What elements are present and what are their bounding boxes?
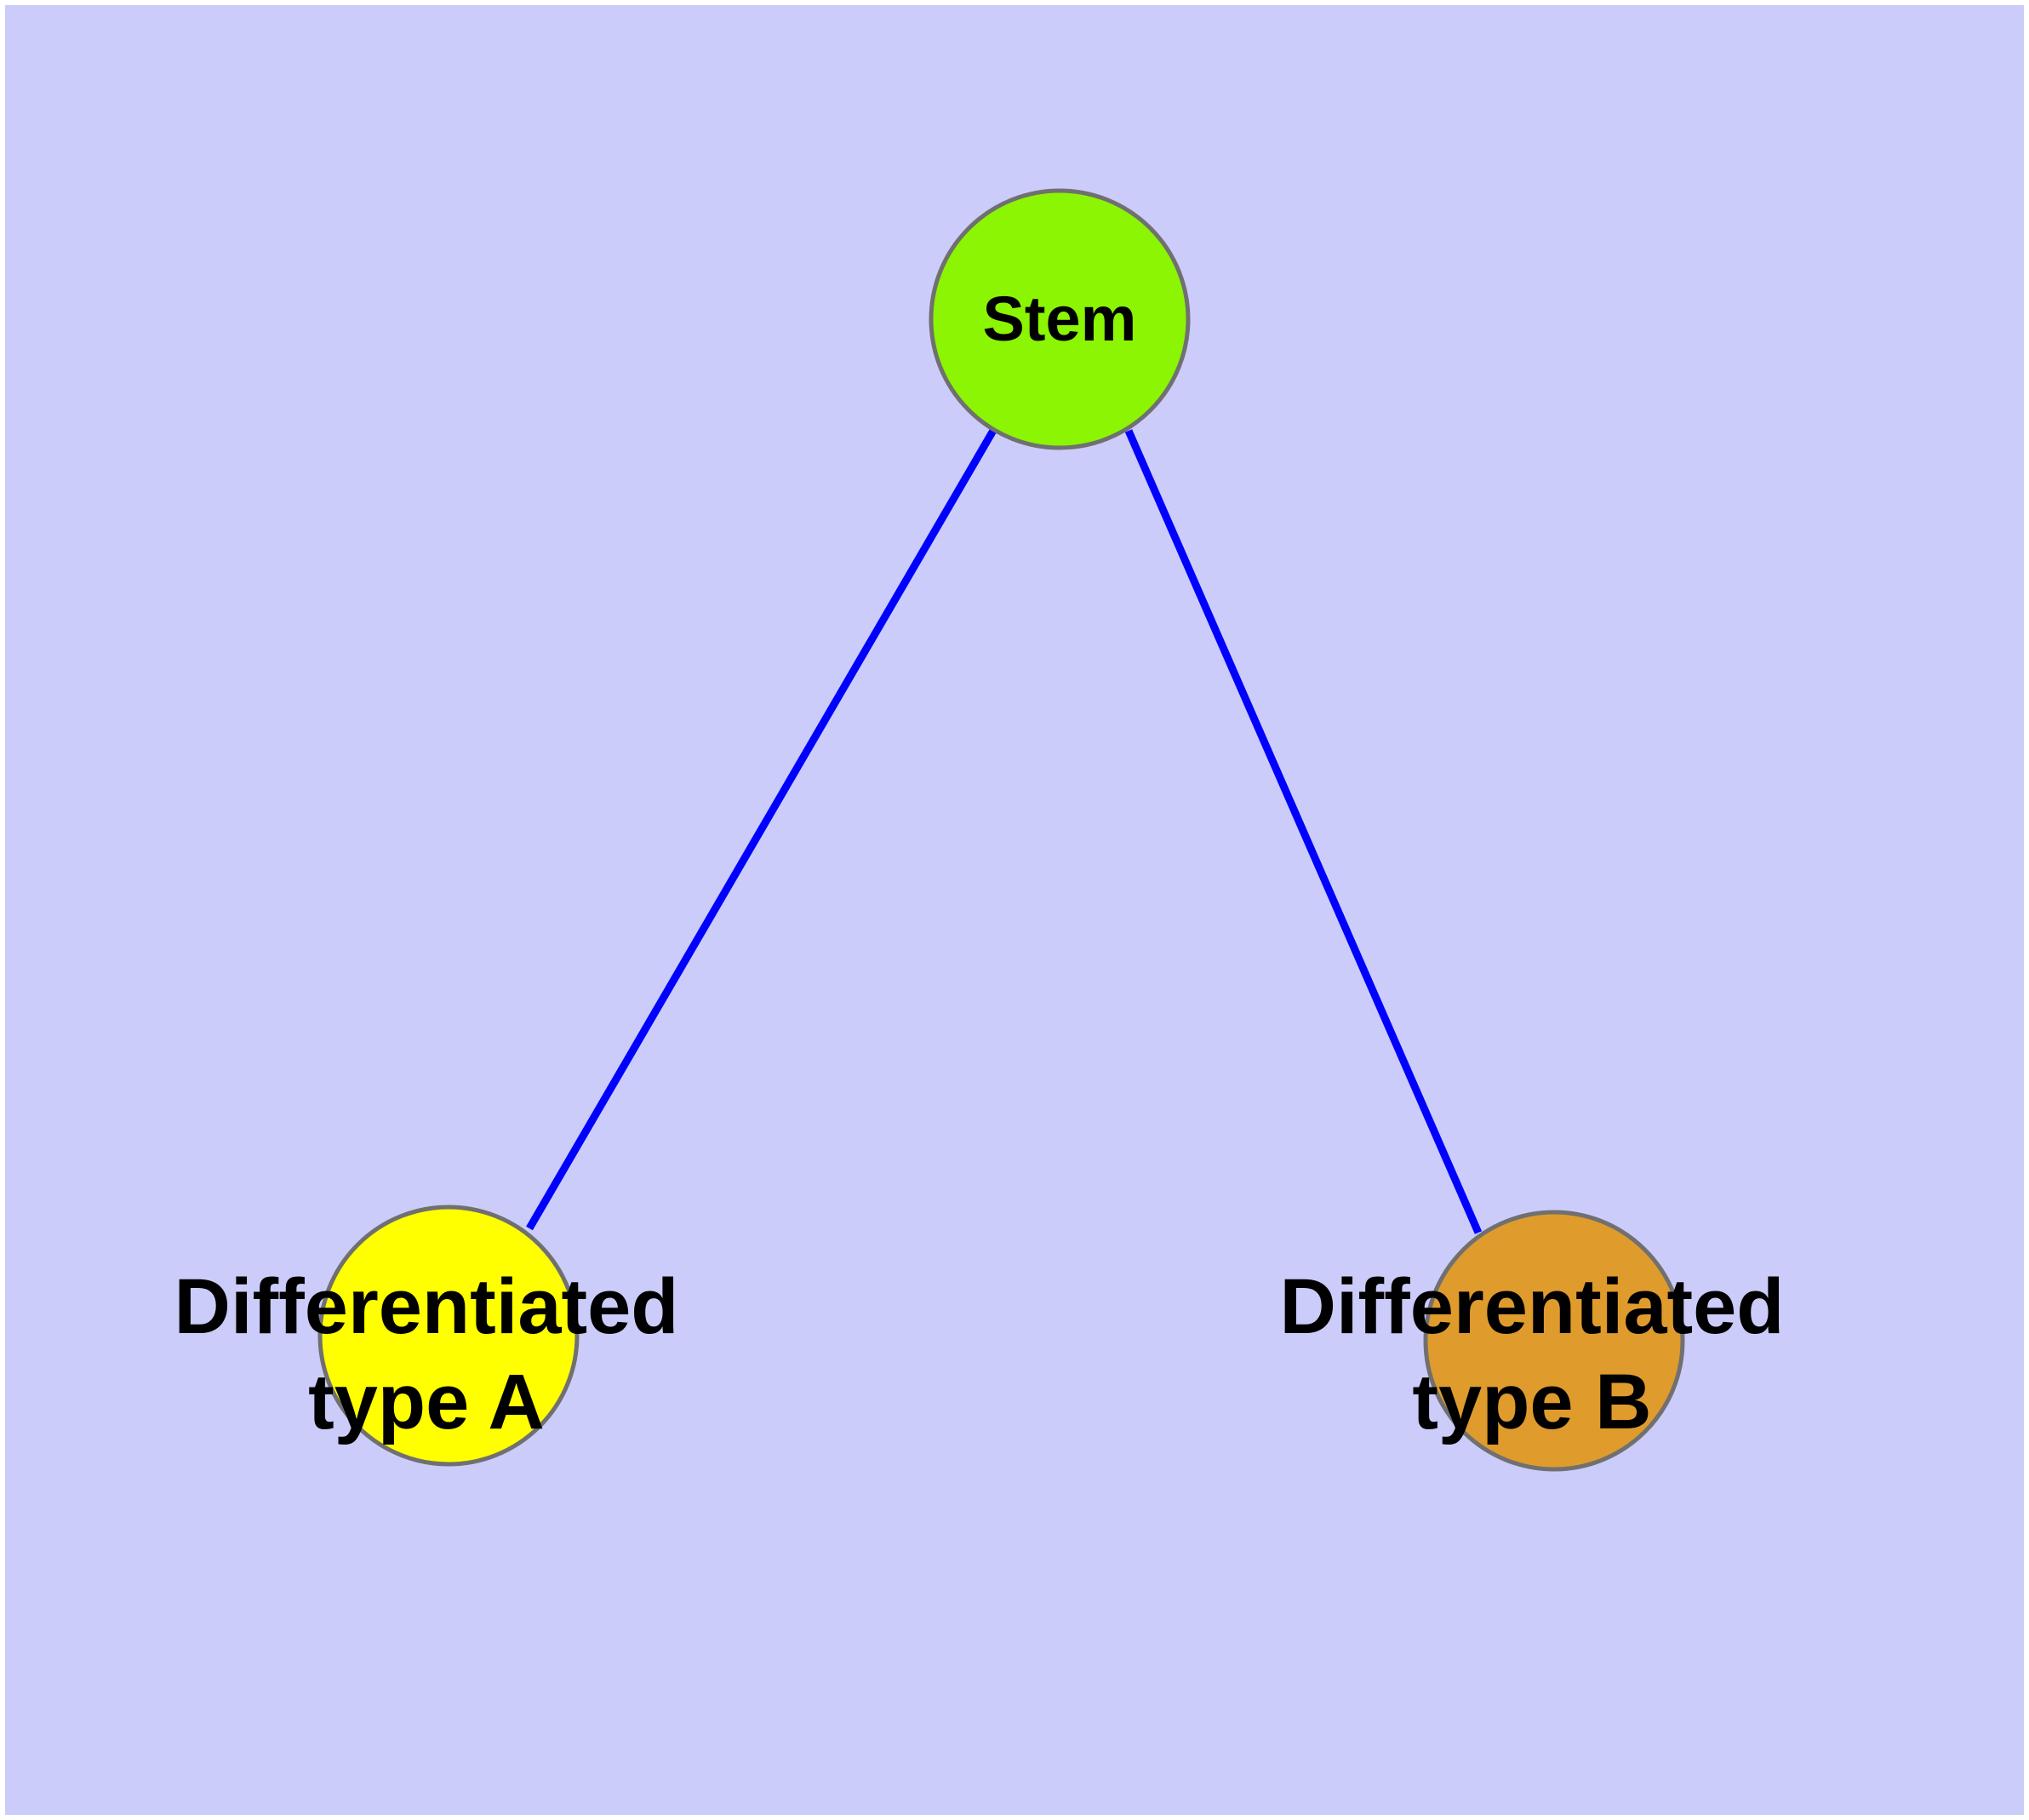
node-label-differentiated-type-a-line1: Differentiated <box>174 1263 679 1350</box>
graph-svg: Stem Differentiated type A Differentiate… <box>174 188 1785 1472</box>
node-label-differentiated-type-a-line2: type A <box>308 1359 545 1445</box>
node-label-differentiated-type-b-line2: type B <box>1412 1359 1651 1445</box>
label-layer: Stem Differentiated type A Differentiate… <box>174 283 1785 1445</box>
edge-stem-to-differentiated-type-a <box>526 426 997 1231</box>
node-layer <box>317 188 1685 1472</box>
node-differentiated-type-b[interactable] <box>1423 1210 1685 1472</box>
node-label-stem: Stem <box>983 283 1137 354</box>
edge-layer <box>526 426 1483 1234</box>
node-label-differentiated-type-b-line1: Differentiated <box>1280 1263 1785 1350</box>
edge-stem-to-differentiated-type-b <box>1124 429 1483 1234</box>
node-differentiated-type-a[interactable] <box>317 1205 580 1467</box>
node-stem[interactable] <box>929 188 1191 450</box>
